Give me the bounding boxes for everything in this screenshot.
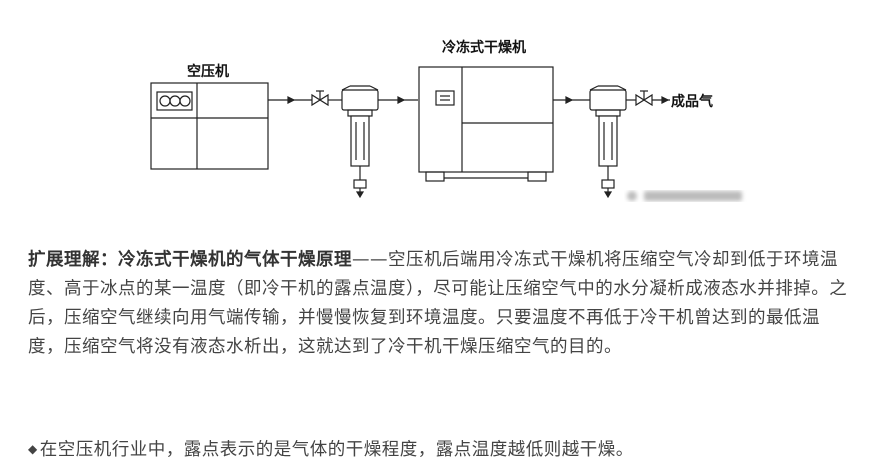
filter-1 [341,85,379,199]
air-compressor-unit [150,82,269,170]
principle-heading: 扩展理解：冷冻式干燥机的气体干燥原理 [28,250,352,270]
output-air-label: 成品气 [671,93,713,110]
valve-icon [311,90,329,107]
filter-2 [589,85,627,199]
dew-point-text: 在空压机行业中，露点表示的是气体的干燥程度，露点温度越低则越干燥。 [39,440,634,460]
valve-icon [635,90,653,107]
dryer-label: 冷冻式干燥机 [442,39,526,56]
compressed-air-system-diagram: 空压机 冷冻式干燥机 成品气 [150,39,713,199]
refrigerated-dryer-unit [418,66,554,182]
principle-body: ——空压机后端用冷冻式干燥机将压缩空气冷却到低于环境温度、高于冰点的某一温度（即… [28,250,848,357]
watermark-image [627,191,742,201]
dew-point-note: ◆在空压机行业中，露点表示的是气体的干燥程度，露点温度越低则越干燥。 [28,436,848,466]
principle-paragraph: 扩展理解：冷冻式干燥机的气体干燥原理——空压机后端用冷冻式干燥机将压缩空气冷却到… [28,246,848,362]
air-compressor-label: 空压机 [187,63,229,80]
diamond-bullet-icon: ◆ [28,442,38,456]
